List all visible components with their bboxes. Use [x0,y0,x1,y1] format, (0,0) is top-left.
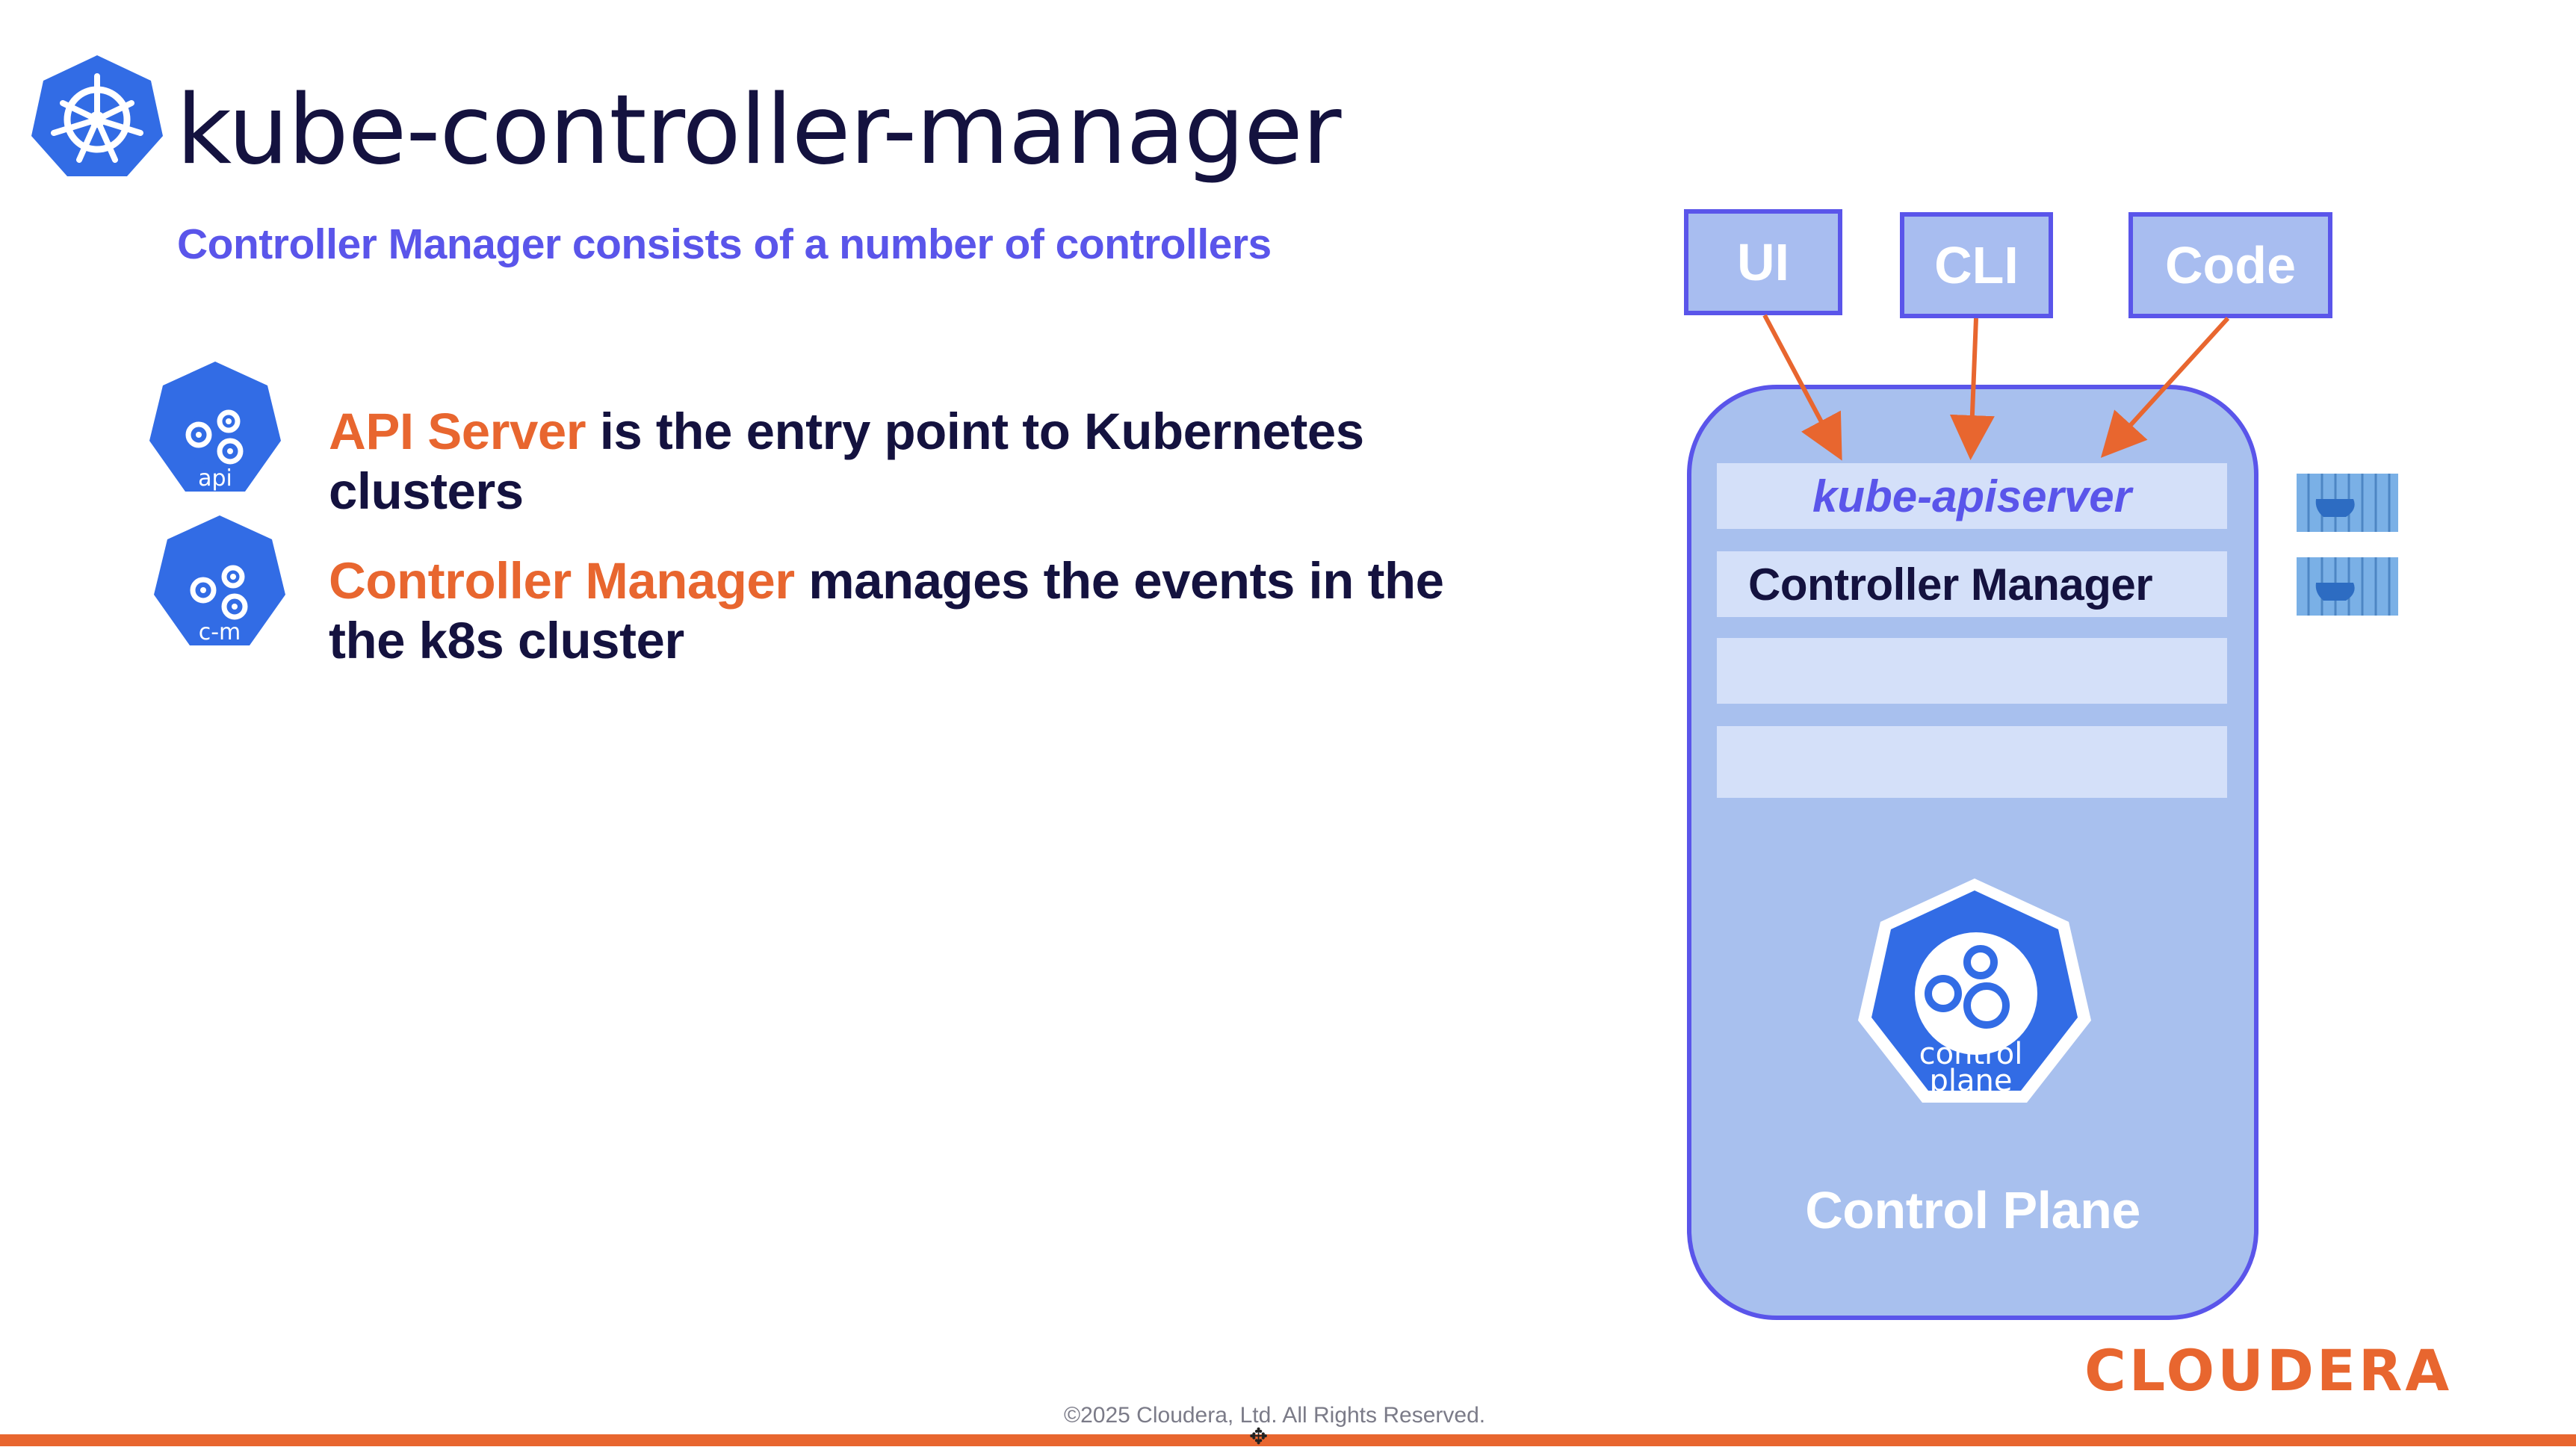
cp-icon-label-line1: control [1919,1037,2023,1071]
controller-manager-gears-icon: c-m [154,515,285,645]
control-plane-gears-icon: control plane [1858,879,2091,1103]
client-cli-box: CLI [1900,212,2053,318]
move-cursor-icon: ✥ [1249,1425,1269,1449]
empty-component-bar [1717,726,2227,798]
client-code-box: Code [2128,212,2332,318]
api-gears-icon: api [149,362,281,492]
controller-manager-bar: Controller Manager [1717,551,2227,617]
api-icon-label: api [198,465,232,492]
bullet-highlight: Controller Manager [329,552,795,610]
cm-icon-label: c-m [199,619,241,645]
control-plane-label: Control Plane [1805,1181,2140,1239]
bullet-highlight: API Server [329,403,586,460]
kube-apiserver-bar: kube-apiserver [1717,463,2227,529]
docker-container-icon [2297,557,2398,616]
cloudera-logo: CLOUDERA [2084,1337,2453,1404]
bullet-controller-manager: Controller Manager manages the events in… [329,551,1524,671]
bullet-body: manages the events in the the k8s cluste… [329,552,1444,669]
page-subtitle: Controller Manager consists of a number … [177,220,1272,268]
kubernetes-logo-icon [31,55,163,176]
bullet-body: is the entry point to Kubernetes cluster… [329,403,1364,520]
client-ui-box: UI [1684,209,1842,315]
bullet-api-server: API Server is the entry point to Kuberne… [329,402,1554,521]
bottom-accent-bar [0,1434,2576,1446]
docker-container-icon [2297,474,2398,532]
copyright-notice: ©2025 Cloudera, Ltd. All Rights Reserved… [1064,1403,1486,1428]
empty-component-bar [1717,638,2227,704]
control-plane-box [1687,385,2258,1320]
cp-icon-label-line2: plane [1930,1064,2013,1098]
page-title: kube-controller-manager [176,75,1341,186]
